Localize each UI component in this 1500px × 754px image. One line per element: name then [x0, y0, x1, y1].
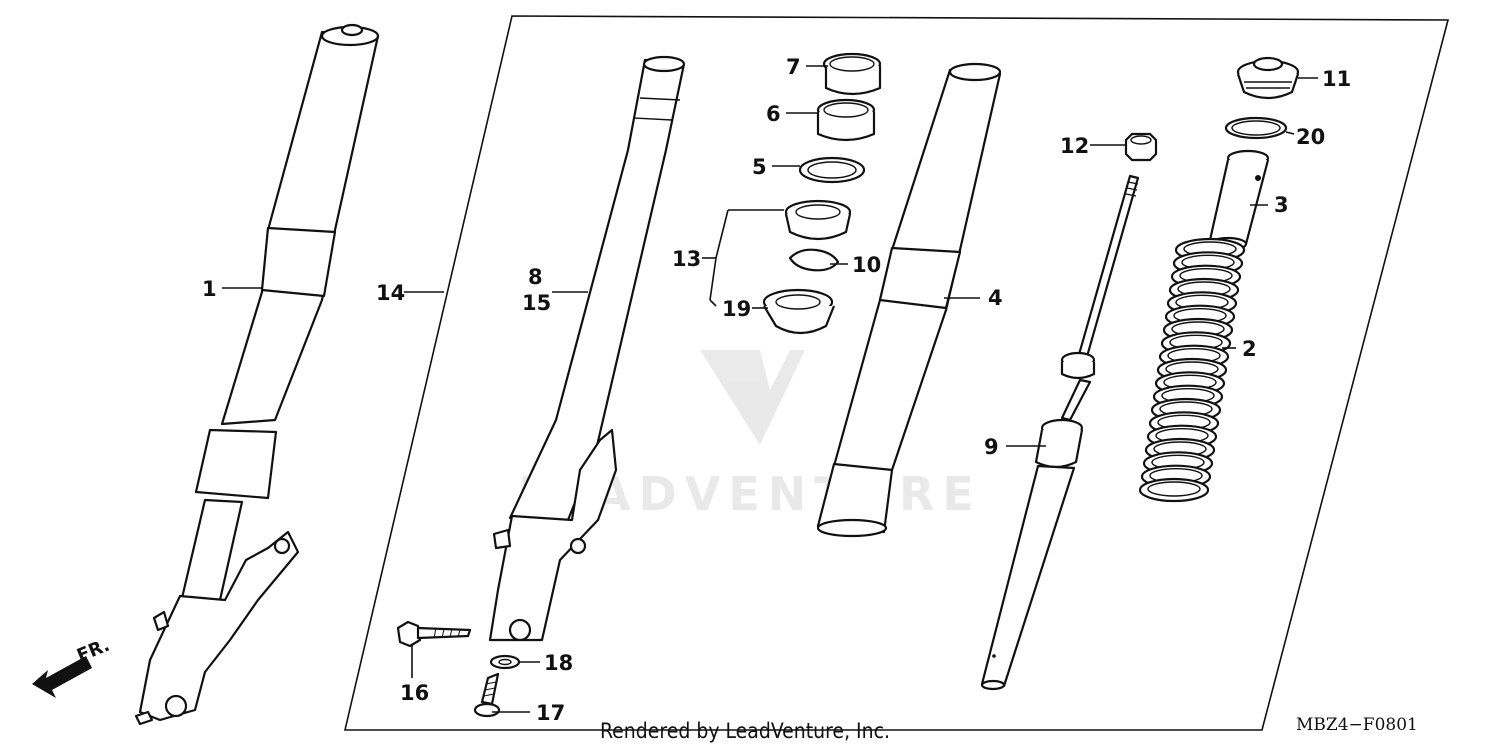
snap-ring-10[interactable] — [788, 248, 840, 272]
callout-19: 19 — [722, 297, 751, 321]
damper-rod[interactable] — [980, 174, 1140, 691]
callout-labels: 1 2 3 4 5 6 7 8 15 9 10 11 12 13 14 16 1… — [202, 55, 1351, 725]
callout-13: 13 — [672, 247, 701, 271]
guide-bushing-6[interactable] — [816, 98, 876, 142]
callout-15: 15 — [522, 291, 551, 315]
dust-seal-19[interactable] — [762, 288, 836, 335]
washer-18[interactable] — [489, 654, 521, 670]
o-ring-20[interactable] — [1224, 116, 1288, 140]
callout-11: 11 — [1322, 67, 1351, 91]
callout-10: 10 — [852, 253, 881, 277]
callout-7: 7 — [786, 55, 801, 79]
callout-12: 12 — [1060, 134, 1089, 158]
diagram-code: MBZ4−F0801 — [1296, 715, 1418, 735]
fork-spring-2[interactable] — [1138, 237, 1246, 503]
bolt-16[interactable] — [396, 620, 472, 648]
callout-5: 5 — [752, 155, 767, 179]
callout-16: 16 — [400, 681, 429, 705]
callout-17: 17 — [536, 701, 565, 725]
lock-nut-12[interactable] — [1124, 132, 1158, 162]
callout-18: 18 — [544, 651, 573, 675]
fork-tube-outer[interactable] — [816, 62, 1002, 538]
spring-coil-inner — [1147, 481, 1201, 497]
oil-seal-13[interactable] — [784, 199, 852, 241]
callout-20: 20 — [1296, 125, 1325, 149]
callout-1: 1 — [202, 277, 217, 301]
front-direction-label: FR. — [74, 635, 113, 667]
callout-8: 8 — [528, 265, 543, 289]
callout-9: 9 — [984, 435, 999, 459]
spring-coil — [1138, 477, 1210, 503]
callout-4: 4 — [988, 286, 1003, 310]
fork-assembly-left[interactable] — [134, 23, 380, 726]
front-direction-arrow-icon: FR. — [32, 635, 113, 698]
fork-cap-bolt-11[interactable] — [1236, 56, 1300, 100]
guide-bushing-7[interactable] — [822, 52, 882, 96]
leader-lines — [222, 65, 1318, 713]
seat-washer-5[interactable] — [798, 156, 866, 184]
fork-tube-inner[interactable] — [488, 55, 686, 642]
assembly-frame — [343, 15, 1450, 731]
spring-collar-3[interactable] — [1208, 149, 1270, 252]
footer-credit: Rendered by LeadVenture, Inc. — [600, 719, 890, 743]
socket-bolt-17[interactable] — [473, 672, 501, 718]
callout-2: 2 — [1242, 337, 1257, 361]
callout-14: 14 — [376, 281, 405, 305]
callout-6: 6 — [766, 102, 781, 126]
callout-3: 3 — [1274, 193, 1289, 217]
